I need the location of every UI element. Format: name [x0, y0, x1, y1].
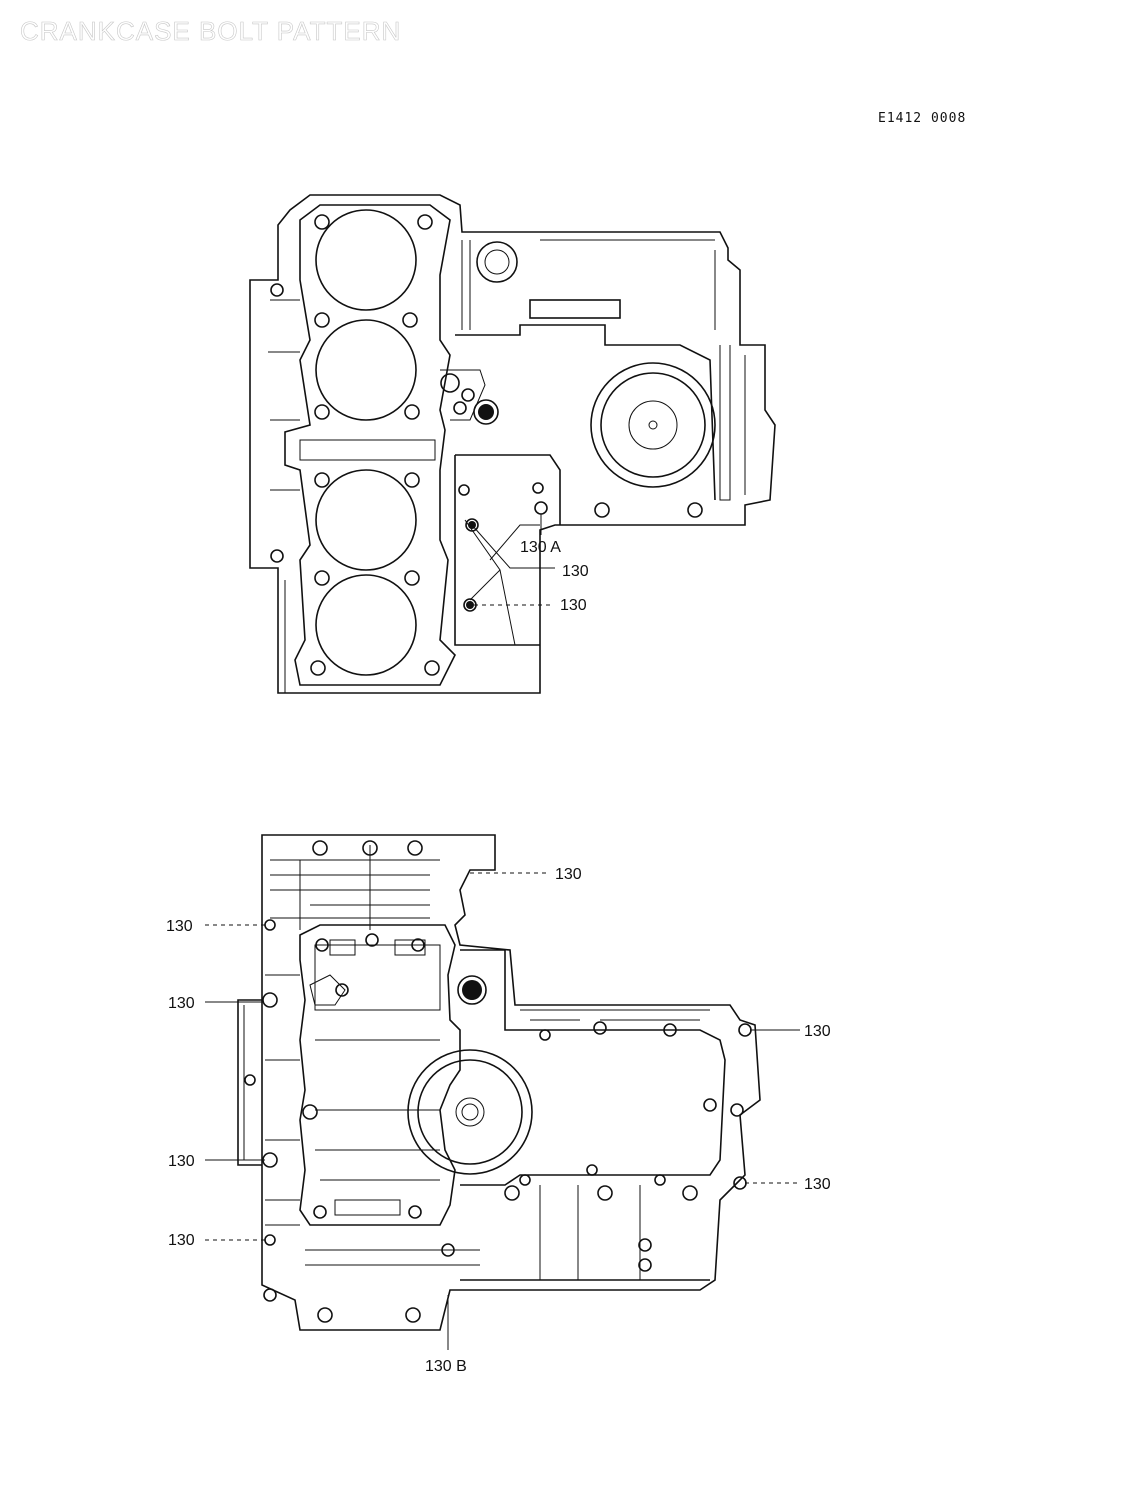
lower-crankcase-drawing	[205, 834, 800, 1350]
callout-130-lower-right-1: 130	[804, 1023, 831, 1040]
callout-130-lower-left-4: 130	[168, 1232, 195, 1249]
callout-130-lower-top: 130	[555, 866, 582, 883]
callout-130-upper-1: 130	[562, 563, 589, 580]
callout-130a: 130 A	[520, 539, 561, 556]
figure-code: E1412 0008	[878, 111, 967, 126]
callout-130-lower-left-2: 130	[168, 995, 195, 1012]
upper-crankcase-drawing	[249, 194, 776, 694]
callout-130-upper-2: 130	[560, 597, 587, 614]
page-title: CRANKCASE BOLT PATTERN	[20, 16, 402, 47]
callout-130-lower-right-2: 130	[804, 1176, 831, 1193]
callout-130-lower-left-1: 130	[166, 918, 193, 935]
callout-130-lower-left-3: 130	[168, 1153, 195, 1170]
callout-130b: 130 B	[425, 1358, 467, 1375]
